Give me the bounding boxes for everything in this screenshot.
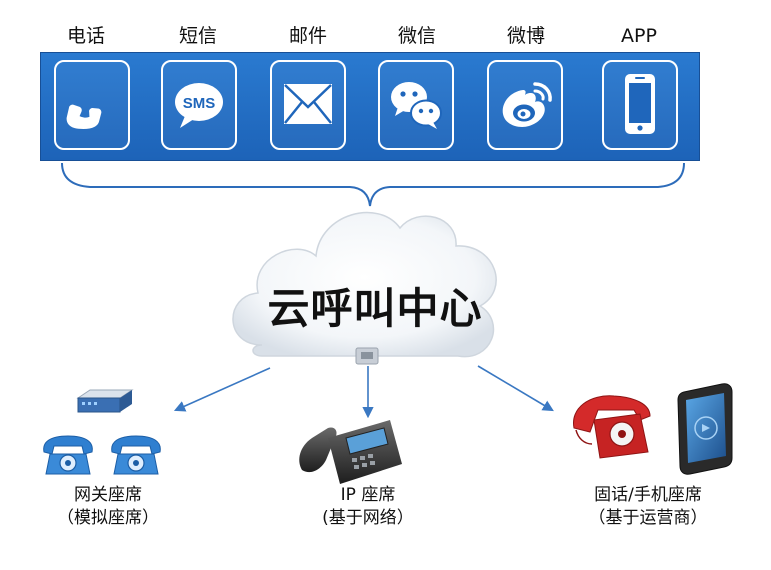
arrow-to-gateway [173, 367, 271, 412]
channel-label-wechat: 微信 [397, 25, 436, 47]
mobile-phone-icon [677, 383, 733, 475]
channel-label-weibo: 微博 [506, 25, 545, 47]
sms-bubble-icon: SMS [175, 83, 223, 128]
endpoint-gateway-line2: （模拟座席） [57, 508, 159, 528]
channel-tile-email [270, 60, 346, 150]
weibo-icon [502, 82, 552, 127]
endpoint-mobile-caption: 固话/手机座席 （基于运营商） [568, 484, 728, 530]
channel-label-email: 邮件 [288, 25, 327, 47]
arrow-to-mobile [477, 365, 554, 412]
envelope-icon [284, 84, 332, 124]
channel-tile-weibo [487, 60, 563, 150]
channel-tile-phone [54, 60, 130, 150]
wechat-icon [391, 82, 442, 129]
red-desk-phone-icon [573, 395, 651, 459]
endpoint-mobile-line2: （基于运营商） [588, 508, 708, 528]
endpoint-ip-line2: (基于网络） [322, 508, 414, 528]
endpoint-gateway-line1: 网关座席 [74, 485, 142, 505]
phone-handset-icon [66, 104, 102, 129]
endpoint-ip-line1: IP 座席 [340, 485, 396, 505]
analog-phone-icon-2 [111, 435, 161, 475]
ip-phone-icon [299, 420, 402, 484]
grouping-brace [61, 162, 685, 207]
channel-label-sms: 短信 [178, 25, 217, 47]
center-title: 云呼叫中心 [267, 284, 483, 333]
endpoint-ip-caption: IP 座席 (基于网络） [298, 484, 438, 530]
channel-tile-wechat [378, 60, 454, 150]
smartphone-icon [625, 74, 655, 134]
analog-phone-icon-1 [43, 435, 93, 475]
endpoint-gateway-caption: 网关座席 （模拟座席） [38, 484, 178, 530]
endpoint-mobile-line1: 固话/手机座席 [594, 485, 702, 505]
channel-tile-app [602, 60, 678, 150]
cloud-shape [232, 211, 497, 358]
channel-label-app: APP [621, 25, 657, 47]
channel-strip [40, 52, 700, 161]
gateway-device-icon [76, 389, 134, 413]
sms-icon-text: SMS [183, 95, 216, 112]
channel-label-phone: 电话 [66, 25, 105, 47]
channel-tile-sms: SMS [161, 60, 237, 150]
